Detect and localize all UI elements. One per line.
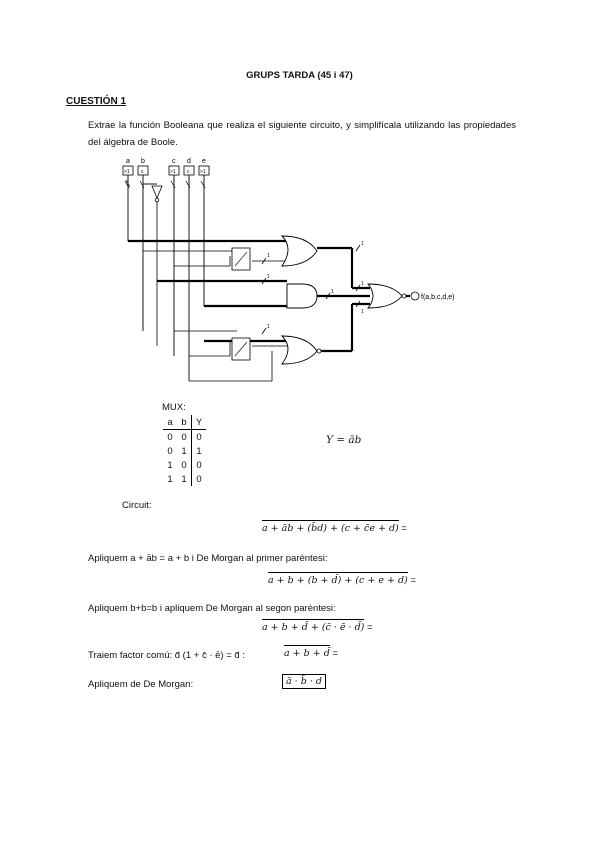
mux-header-a: a [163,415,177,430]
step2-line: a + b + d̄ + (c̄ · ē · d̄) = [262,619,373,633]
svg-text:1: 1 [361,309,364,315]
step1-expression: a + b + (b + d̄) + (c + e + d) [268,572,408,586]
mux-caption: MUX: [162,402,186,413]
equals-sign: = [401,523,407,534]
output-probe [410,291,420,301]
svg-text:1: 1 [267,324,270,330]
or-gate-bottom [280,335,318,365]
mux-equation: Y = āb [326,434,362,446]
step3-text: Traiem factor comú: d̄ (1 + c̄ · ē) = d̄… [88,650,245,661]
circuit-label: Circuit: [122,500,152,511]
nor-gate-output [367,283,403,309]
svg-text:1: 1 [361,281,364,287]
mux-header-y: Y [191,415,206,430]
input-label-b: b [141,158,145,165]
equals-sign: = [367,622,373,633]
step3-expression: a + b + d̄ [284,645,330,659]
svg-text:1: 1 [331,289,334,295]
input-level-b: c [141,169,144,175]
input-level-d: c [187,169,190,175]
not-gate [151,185,163,200]
input-level-a: >1 [124,169,130,175]
input-label-e: e [202,158,206,165]
step0-expression: a + āb + (b̄d) + (c + c̄e + d) [262,520,399,534]
input-label-d: d [187,158,191,165]
final-result: ā · b̄ · d [282,674,326,689]
step0-line: a + āb + (b̄d) + (c + c̄e + d) = [262,520,407,534]
input-label-c: c [172,158,176,165]
equals-sign: = [332,648,339,659]
mux-header-b: b [177,415,192,430]
step2-expression: a + b + d̄ + (c̄ · ē · d̄) [262,619,365,633]
step1-text: Apliquem a + āb = a + b i De Morgan al p… [88,553,328,564]
page-title: GRUPS TARDA (45 i 47) [246,70,353,81]
step3-line: a + b + d̄ = [284,645,339,659]
and-gate-middle [286,283,318,309]
input-level-c: >1 [170,169,176,175]
output-label: f(a,b,c,d,e) [421,294,454,301]
step4-text: Apliquem de De Morgan: [88,679,194,690]
equals-sign: = [410,575,416,586]
input-level-e: >1 [200,169,206,175]
question-text: Extrae la función Booleana que realiza e… [88,120,516,148]
logic-circuit-diagram: a b c d e >1 c >1 c >1 [122,158,454,382]
or-gate-top [280,235,318,267]
final-expression: ā · b̄ · d [282,674,326,689]
section-heading: CUESTIÓN 1 [66,96,127,107]
svg-text:1: 1 [361,241,364,247]
svg-text:1: 1 [267,274,270,280]
step1-line: a + b + (b + d̄) + (c + e + d) = [268,572,416,586]
input-label-a: a [126,158,130,165]
step2-text: Apliquem b+b=b i apliquem De Morgan al s… [88,603,336,614]
svg-text:1: 1 [267,253,270,259]
